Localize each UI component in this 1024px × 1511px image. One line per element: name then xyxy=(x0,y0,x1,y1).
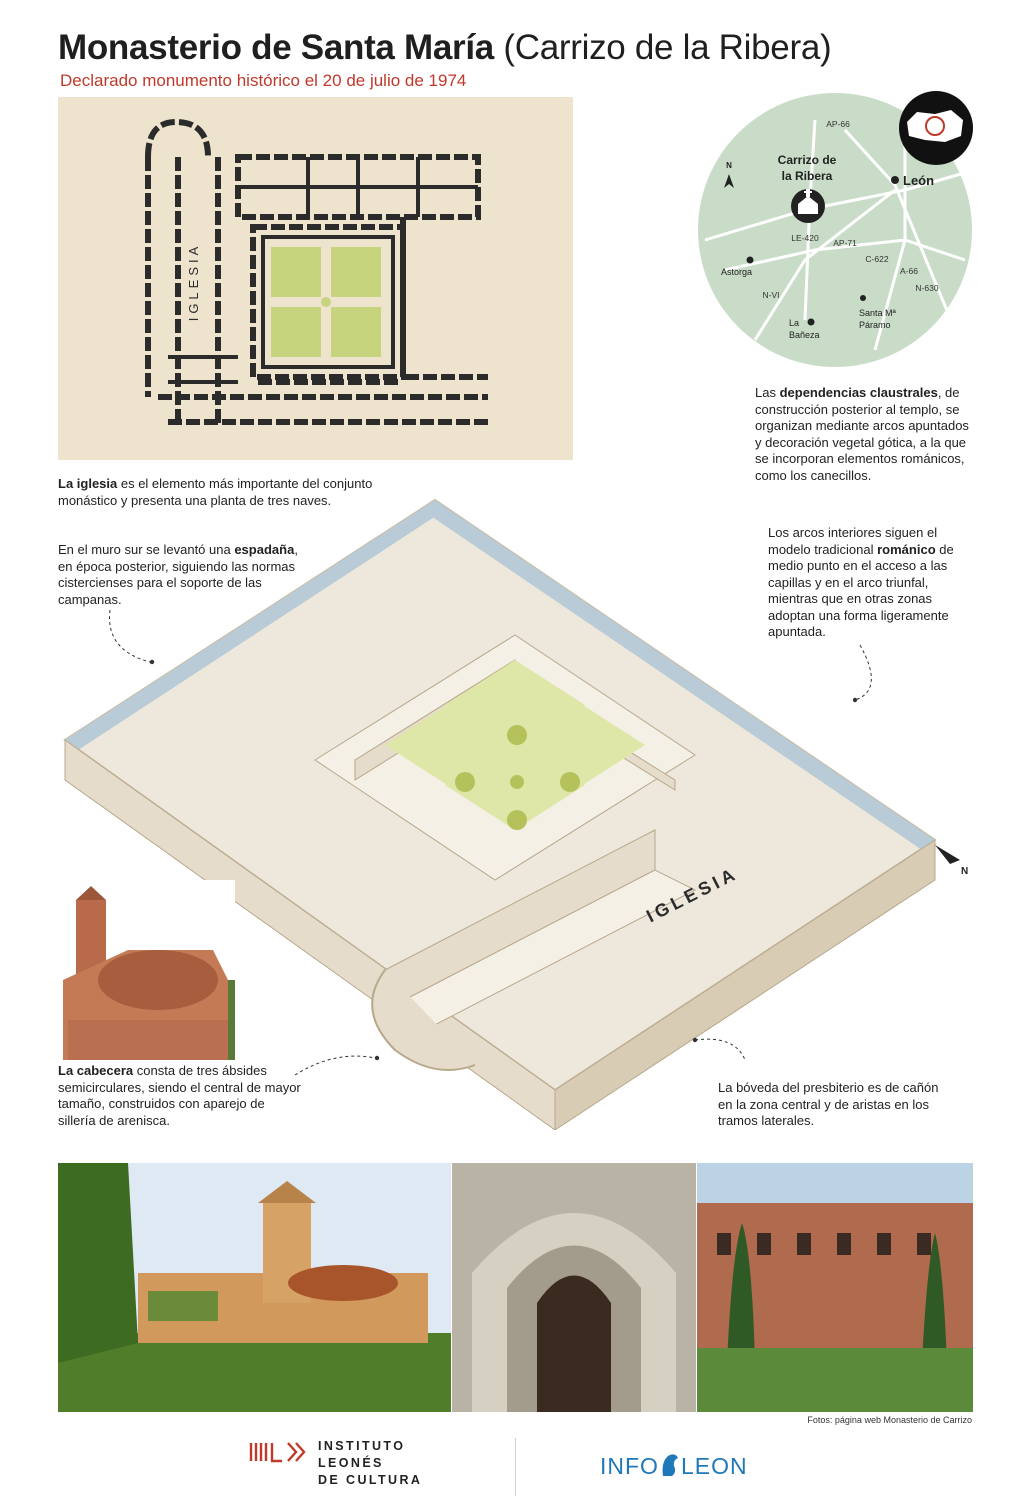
province-locator-icon xyxy=(899,91,973,165)
north-label: N xyxy=(726,161,732,170)
iso-fountain xyxy=(510,775,524,789)
santa-maria-marker xyxy=(860,295,866,301)
iso-leader-lines xyxy=(109,609,872,1076)
garden-quad-sw xyxy=(271,307,321,357)
note-claustrales: Las dependencias claustrales, de constru… xyxy=(755,385,969,483)
iso-wall-face-se xyxy=(554,839,936,1130)
monastery-icon xyxy=(791,189,825,223)
photo-credit: Fotos: página web Monasterio de Carrizo xyxy=(807,1415,972,1425)
road-label-n630: N-630 xyxy=(915,283,938,293)
iso-north-arrow-icon xyxy=(935,845,960,864)
iso-wall-top-nw xyxy=(65,500,445,752)
iso-leader-dots xyxy=(149,659,858,1061)
leon-marker xyxy=(891,176,899,184)
photo-cloister xyxy=(697,1163,973,1412)
map-roads xyxy=(704,119,976,351)
road-label-nvi: N-VI xyxy=(763,290,780,300)
plan-cloister xyxy=(168,157,478,384)
place-santa-maria-line1: Santa Mª xyxy=(859,308,897,318)
iso-garden-crosses xyxy=(455,725,580,830)
footer-divider xyxy=(515,1438,516,1496)
place-la-baneza-line1: La xyxy=(789,318,799,328)
plan-church-label: IGLESIA xyxy=(186,243,201,322)
note-iglesia: La iglesia es el elemento más importante… xyxy=(58,476,373,508)
photo-portal xyxy=(452,1163,696,1412)
page-subtitle: Declarado monumento histórico el 20 de j… xyxy=(60,71,467,90)
garden-fountain xyxy=(321,297,331,307)
road-label-ap71: AP-71 xyxy=(833,238,857,248)
iso-garden xyxy=(385,660,645,830)
compass-icon xyxy=(724,174,734,188)
note-cabecera: La cabecera consta de tres ábsides semic… xyxy=(58,1063,301,1128)
photo-apse xyxy=(58,880,235,1060)
note-arcos: Los arcos interiores siguen el modelo tr… xyxy=(768,525,954,639)
iso-church xyxy=(371,829,697,1071)
road-label-c622: C-622 xyxy=(865,254,888,264)
road-label-ap66: AP-66 xyxy=(826,119,850,129)
ilc-logo-icon xyxy=(249,1442,306,1463)
place-leon: León xyxy=(903,173,934,188)
garden-quad-se xyxy=(331,307,381,357)
title-location: (Carrizo de la Ribera) xyxy=(503,28,832,67)
photo-church-exterior xyxy=(58,1163,451,1412)
iso-north-label: N xyxy=(961,866,968,877)
iso-apse xyxy=(371,969,476,1071)
place-la-baneza-line2: Bañeza xyxy=(789,330,820,340)
place-astorga: Astorga xyxy=(721,267,752,277)
plan-walls xyxy=(145,118,488,427)
la-baneza-marker xyxy=(807,318,815,326)
place-santa-maria-line2: Páramo xyxy=(859,320,891,330)
isometric-model: IGLESIA N xyxy=(63,498,968,1130)
location-map: AP-66 LE-420 AP-71 C-622 A-66 N-630 N-VI… xyxy=(698,91,976,367)
note-boveda: La bóveda del presbiterio es de cañón en… xyxy=(718,1080,939,1128)
road-label-a66: A-66 xyxy=(900,266,918,276)
title-main: Monasterio de Santa María xyxy=(58,28,494,67)
garden-quad-nw xyxy=(271,247,321,297)
place-carrizo-line2: la Ribera xyxy=(782,169,833,183)
floor-plan: IGLESIA xyxy=(58,97,573,460)
infoleon-lion-icon xyxy=(659,1452,681,1480)
note-espadana: En el muro sur se levantó una espadaña, … xyxy=(58,542,298,607)
place-carrizo-line1: Carrizo de xyxy=(778,153,837,167)
astorga-marker xyxy=(746,256,754,264)
garden-quad-ne xyxy=(331,247,381,297)
iso-wall-top-ne xyxy=(425,500,935,852)
plan-garden xyxy=(271,247,381,357)
ilc-logo-text: INSTITUTO LEONÉS DE CULTURA xyxy=(318,1439,423,1487)
road-label-le420: LE-420 xyxy=(791,233,819,243)
page-title: Monasterio de Santa María (Carrizo de la… xyxy=(58,28,832,68)
